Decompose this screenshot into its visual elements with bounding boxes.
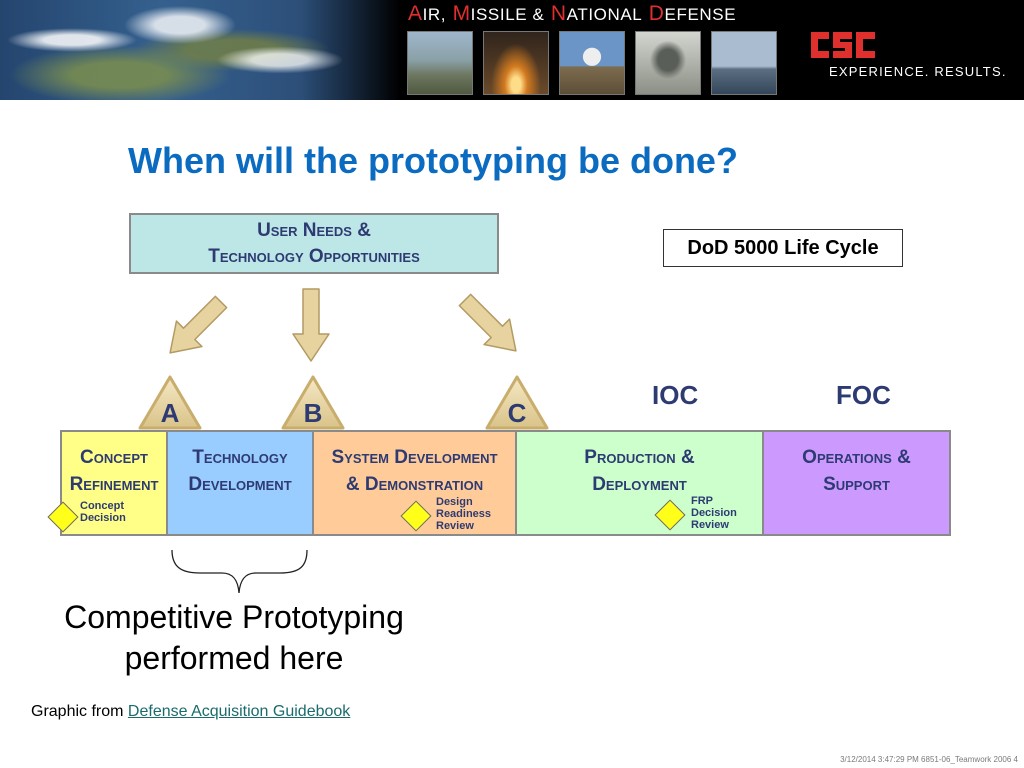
header-banner: AIR, MISSILE & NATIONAL DEFENSE EXPERIEN… [0, 0, 1024, 100]
banner-photo-strip [407, 31, 777, 95]
pentagon-photo [407, 31, 473, 95]
phase-production-deployment: Production &Deployment [515, 430, 764, 536]
graphic-credit: Graphic from Defense Acquisition Guidebo… [31, 703, 351, 720]
page-title: When will the prototyping be done? [128, 140, 738, 181]
csc-logo [811, 32, 875, 58]
phase-operations-support: Operations &Support [762, 430, 951, 536]
user-needs-box: User Needs & Technology Opportunities [129, 213, 499, 274]
radar-dome-photo [559, 31, 625, 95]
milestone-c-triangle [485, 375, 549, 430]
prototyping-brace [171, 549, 308, 594]
lifecycle-label: DoD 5000 Life Cycle [663, 229, 903, 267]
warships-photo [711, 31, 777, 95]
banner-title: AIR, MISSILE & NATIONAL DEFENSE [408, 2, 737, 25]
foc-label: FOC [836, 380, 891, 410]
missile-launch-photo [483, 31, 549, 95]
earth-satellite-image [0, 0, 400, 100]
milestone-c-label: C [508, 398, 527, 428]
user-needs-line-1: User Needs & [257, 219, 371, 241]
arrow-to-a-icon [169, 295, 228, 354]
milestone-a-label: A [161, 398, 180, 428]
soldier-gas-mask-photo [635, 31, 701, 95]
defense-acquisition-guidebook-link[interactable]: Defense Acquisition Guidebook [127, 703, 351, 720]
tagline: EXPERIENCE. RESULTS. [829, 64, 1007, 79]
slide-footer: 3/12/2014 3:47:29 PM 6851-06_Teamwork 20… [840, 755, 1018, 764]
arrow-to-b-icon [292, 288, 330, 362]
milestone-a-triangle [138, 375, 202, 430]
arrow-to-c-icon [458, 293, 517, 352]
user-needs-line-2: Technology Opportunities [208, 245, 420, 267]
milestone-b-triangle [281, 375, 345, 430]
ioc-label: IOC [652, 380, 699, 410]
prototyping-caption: Competitive Prototyping performed here [64, 599, 404, 676]
milestone-b-label: B [304, 398, 323, 428]
